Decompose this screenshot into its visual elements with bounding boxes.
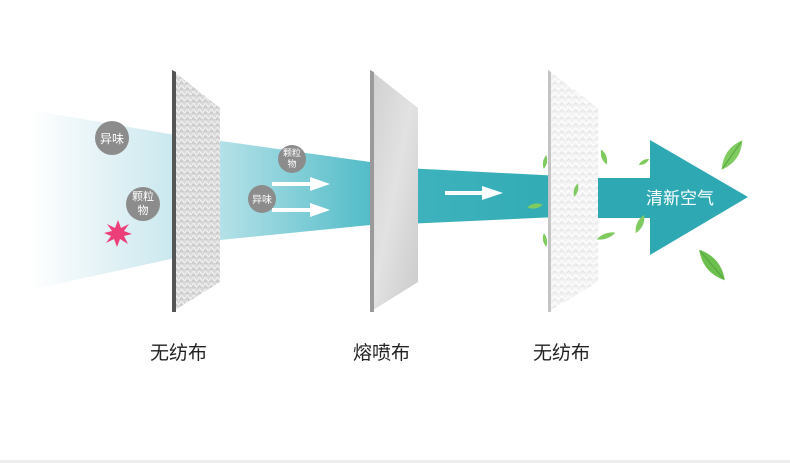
bubble-particle-1: 颗粒 物 [126, 187, 160, 221]
bubble-particle-2-line1: 颗粒 [283, 147, 301, 159]
leaf-icon [542, 155, 548, 169]
bubble-particle-2-line2: 物 [287, 158, 296, 170]
filter-label-2: 熔喷布 [353, 338, 410, 365]
filter-label-1: 无纺布 [150, 338, 207, 365]
output-label: 清新空气 [646, 189, 714, 209]
filter-panel-meltblown [370, 70, 418, 312]
leaf-icon [596, 230, 617, 242]
filter-panel-nonwoven-2 [548, 70, 598, 312]
leaf-icon [599, 149, 609, 166]
leaf-icon [717, 137, 747, 173]
filter-panel-nonwoven-1 [172, 70, 220, 312]
leaf-icon [638, 157, 650, 166]
leaf-icon [542, 233, 548, 247]
svg-text:异味: 异味 [252, 194, 272, 206]
leaf-icon [695, 246, 730, 284]
svg-text:异味: 异味 [100, 132, 124, 146]
bubble-particle-1-line2: 物 [138, 203, 149, 217]
bubble-odor-2: 异味 [248, 185, 276, 213]
bubble-particle-1-line1: 颗粒 [132, 189, 154, 203]
filter-label-3: 无纺布 [533, 338, 590, 365]
bubble-odor-1: 异味 [95, 121, 129, 155]
bubble-particle-2: 颗粒 物 [278, 145, 306, 173]
